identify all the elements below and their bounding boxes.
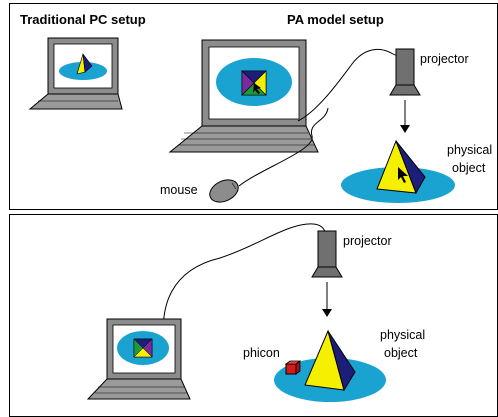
projector-icon	[389, 48, 421, 96]
mouse-icon	[209, 107, 329, 203]
pa-title: PA model setup	[287, 12, 384, 27]
bottom-laptop	[86, 318, 191, 400]
projector-label-bottom: projector	[343, 234, 392, 248]
down-arrow-icon-bottom	[322, 309, 332, 317]
physical-object-bottom	[274, 329, 386, 402]
projector-icon-bottom	[311, 230, 343, 278]
bottom-top-view-pyramid-icon	[133, 338, 153, 358]
projector-cable	[297, 48, 405, 122]
down-arrow-icon	[400, 125, 410, 133]
physical-object-label-bottom-line1: physical	[380, 328, 426, 342]
traditional-title: Traditional PC setup	[20, 12, 146, 27]
traditional-laptop	[28, 37, 123, 110]
top-view-pyramid-icon	[241, 70, 267, 96]
pa-laptop	[168, 39, 319, 153]
cursor-icon	[398, 167, 408, 183]
small-pyramid-icon	[76, 52, 93, 75]
physical-object-top	[341, 139, 455, 203]
projector-cable-bottom	[162, 223, 326, 371]
mouse-label: mouse	[160, 183, 198, 197]
phicon-icon	[284, 360, 302, 375]
projector-label: projector	[420, 52, 469, 66]
bottom-panel	[9, 214, 498, 417]
physical-object-label-bottom-line2: object	[384, 346, 418, 360]
physical-object-label-line2: object	[452, 161, 486, 175]
phicon-label: phicon	[243, 346, 280, 360]
physical-object-label-line1: physical	[447, 143, 493, 157]
